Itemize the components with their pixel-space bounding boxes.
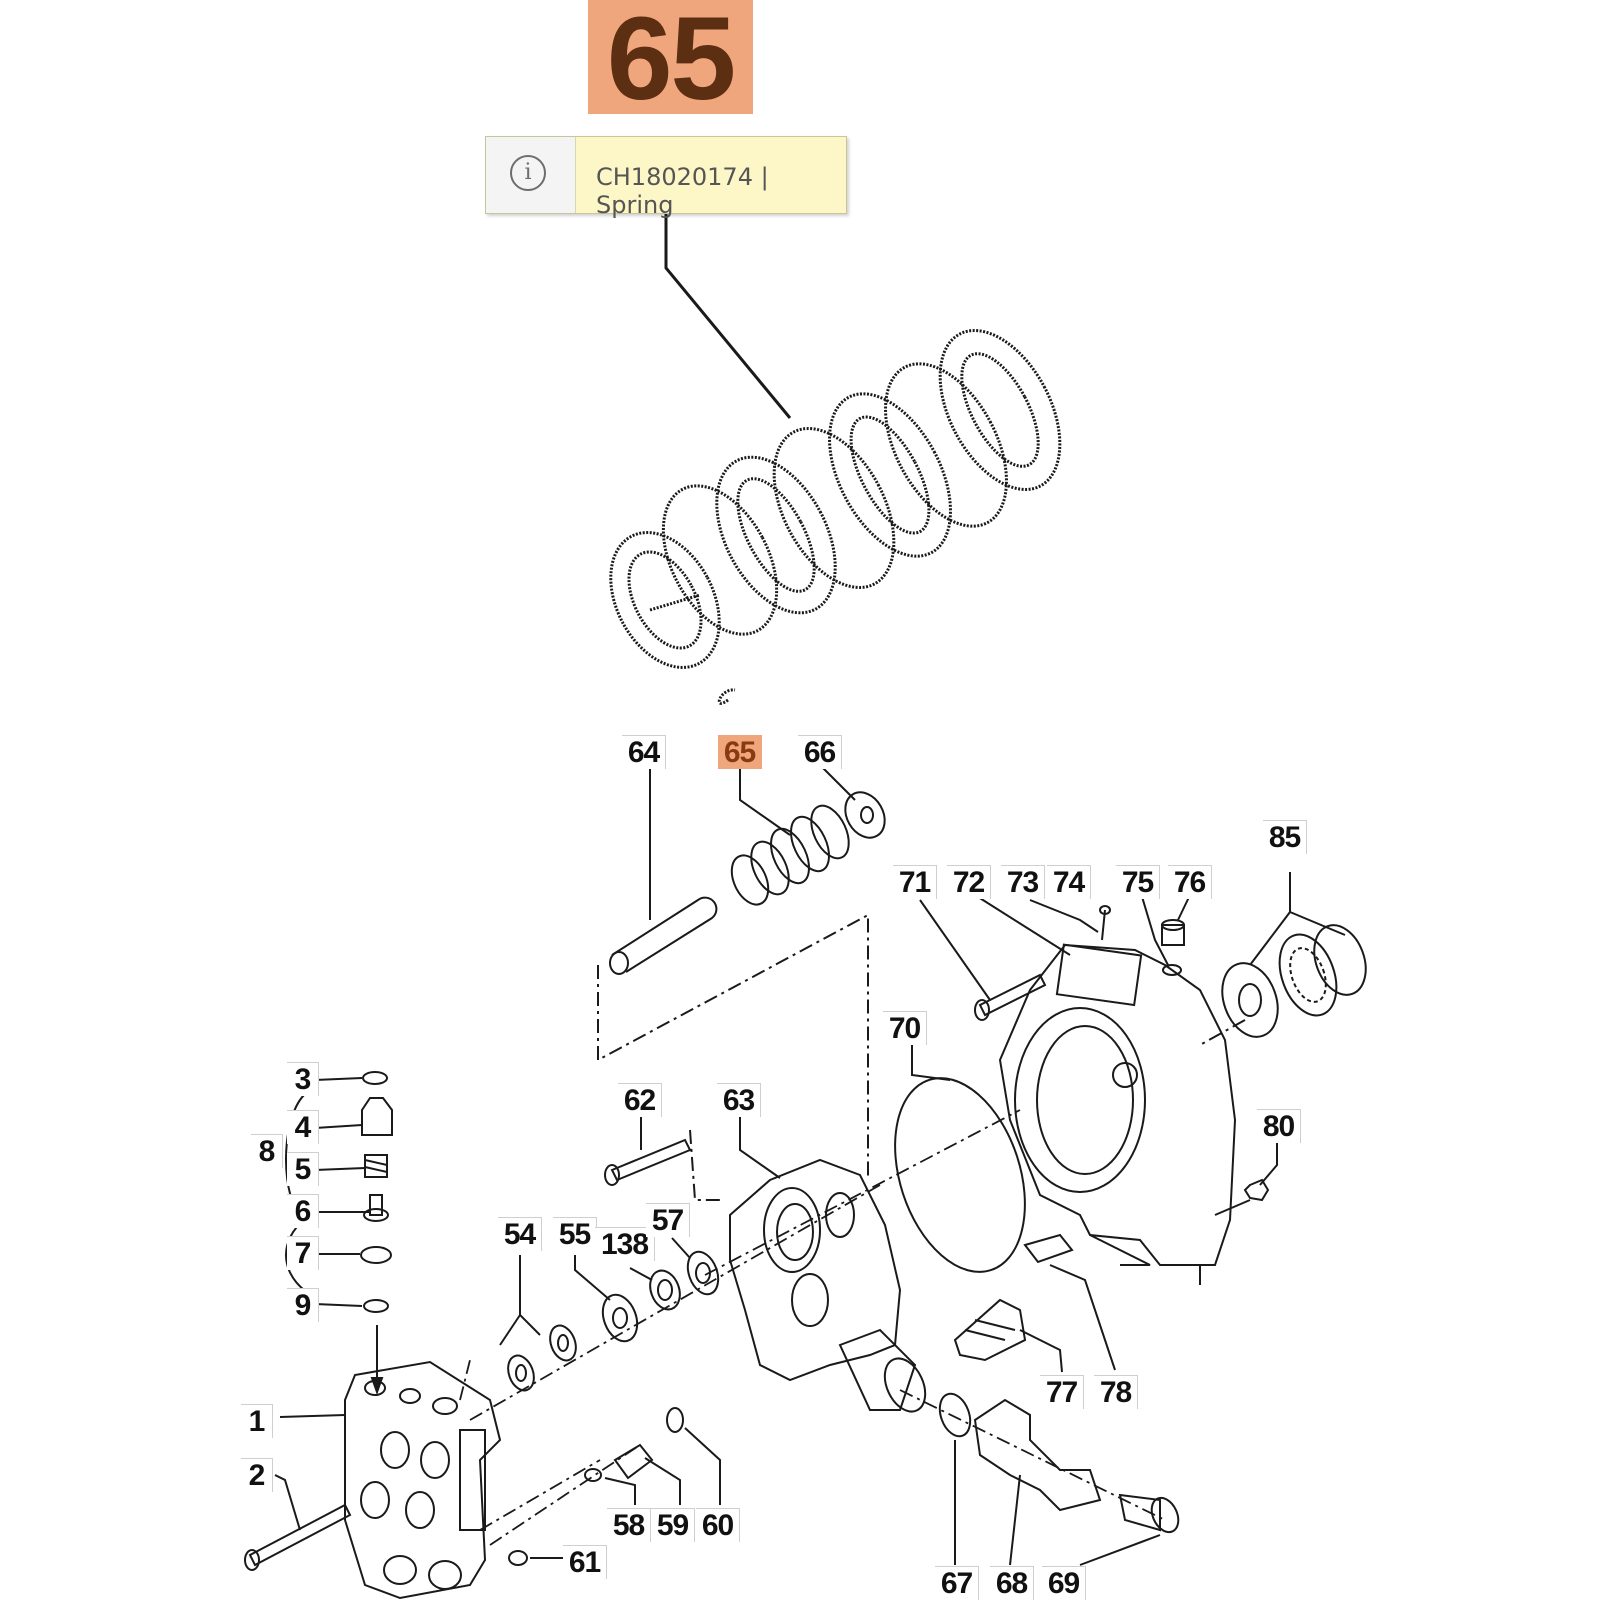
callout-7[interactable]: 7 [287,1236,319,1270]
spring-zoom-image [609,329,1062,705]
callout-2[interactable]: 2 [241,1458,273,1492]
tooltip-part-text: CH18020174 | Spring [596,163,769,219]
bearing-85-image [1199,872,1367,1046]
callout-1[interactable]: 1 [241,1404,273,1438]
valve-6 [363,1208,389,1222]
callout-62[interactable]: 62 [618,1083,662,1117]
callout-65[interactable]: 65 [718,735,762,769]
bolt-71-image [919,899,1047,1021]
callout-70[interactable]: 70 [883,1011,927,1045]
callout-78[interactable]: 78 [1094,1375,1138,1409]
o-ring-58 [584,1468,602,1482]
callout-75[interactable]: 75 [1116,865,1160,899]
valve-cap-4 [361,1097,393,1136]
callout-9[interactable]: 9 [287,1288,319,1322]
fitting-68-image [938,1392,1180,1566]
tooltip-leader [664,214,792,419]
callout-63[interactable]: 63 [717,1083,761,1117]
tooltip-icon-cell: i [486,137,576,213]
o-ring-61 [508,1550,528,1566]
bolt-62-image [604,1110,720,1201]
callout-77[interactable]: 77 [1040,1375,1084,1409]
callout-59[interactable]: 59 [651,1508,695,1542]
callout-58[interactable]: 58 [607,1508,651,1542]
callout-8[interactable]: 8 [251,1134,283,1168]
valve-stack-image [285,1071,393,1395]
callout-54[interactable]: 54 [498,1217,542,1251]
callout-60[interactable]: 60 [696,1508,740,1542]
assembly-axes [459,1109,1166,1546]
callout-4[interactable]: 4 [287,1110,319,1144]
selected-part-highlight [588,0,753,114]
callout-61[interactable]: 61 [563,1545,607,1579]
callout-67[interactable]: 67 [935,1566,979,1600]
o-ring-70-image [894,1040,1026,1273]
pin-64-image [609,765,718,975]
valve-seat-7 [360,1246,392,1264]
pump-housing-63-image [729,1110,927,1413]
callout-76[interactable]: 76 [1168,865,1212,899]
seal-54-image [499,1255,577,1392]
screw-74-image [1029,899,1111,941]
callout-69[interactable]: 69 [1042,1566,1086,1600]
callout-55[interactable]: 55 [553,1217,597,1251]
o-ring-9 [363,1299,389,1313]
nut-80-image [1214,1137,1278,1216]
callout-74[interactable]: 74 [1047,865,1091,899]
seal-138-image [629,1267,681,1311]
callout-57[interactable]: 57 [646,1203,690,1237]
part-tooltip: i CH18020174 | Spring [485,136,847,219]
callout-85[interactable]: 85 [1263,820,1307,854]
bracket-78-image [1023,1233,1116,1371]
washer-66-image [819,764,886,839]
spring-65-image [730,768,850,906]
o-ring-67 [938,1392,972,1438]
callout-138[interactable]: 138 [595,1227,655,1261]
seal-55-image [574,1255,639,1343]
filter-69 [1150,1496,1180,1534]
callout-66[interactable]: 66 [798,735,842,769]
callout-73[interactable]: 73 [1001,865,1045,899]
info-icon[interactable]: i [510,155,546,191]
o-ring-3 [362,1071,388,1085]
valve-77-image [953,1298,1063,1373]
crankcase-72-image [998,943,1237,1285]
callout-80[interactable]: 80 [1257,1109,1301,1143]
selected-part-number: 65 [606,0,736,125]
callout-68[interactable]: 68 [990,1566,1034,1600]
callout-64[interactable]: 64 [622,735,666,769]
plug-76-image [974,889,1191,976]
spring-5 [364,1154,388,1178]
callout-6[interactable]: 6 [287,1194,319,1228]
callout-72[interactable]: 72 [947,865,991,899]
bolt-2-image [244,1474,352,1571]
plug-59-image [508,1407,721,1566]
manifold-1-image [279,1360,502,1600]
callout-71[interactable]: 71 [893,865,937,899]
washer-60 [666,1407,684,1433]
callout-5[interactable]: 5 [287,1152,319,1186]
callout-3[interactable]: 3 [287,1062,319,1096]
